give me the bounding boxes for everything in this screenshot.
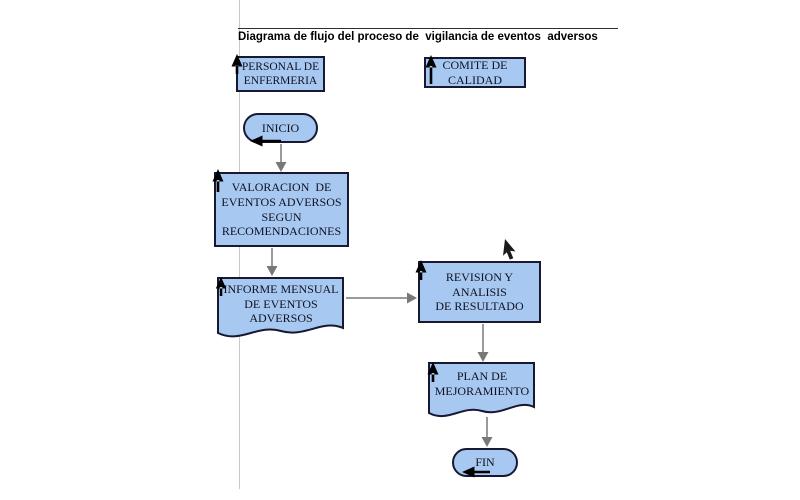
diagram-title: Diagrama de flujo del proceso de vigilan… <box>238 31 598 43</box>
node-plan-label: PLAN DE MEJORAMIENTO <box>434 369 530 398</box>
node-informe-text: INFORME MENSUAL DE EVENTOS ADVERSOS <box>222 280 340 328</box>
connector-revision-to-plan <box>477 324 489 362</box>
node-valoracion-label: VALORACION DE EVENTOS ADVERSOS SEGUN REC… <box>221 180 342 239</box>
connector-plan-to-fin <box>481 417 493 447</box>
node-valoracion-process[interactable]: VALORACION DE EVENTOS ADVERSOS SEGUN REC… <box>214 172 349 247</box>
node-inicio-label: INICIO <box>261 120 300 135</box>
node-comite-label: COMITE DE CALIDAD <box>442 57 508 87</box>
connector-informe-to-revision <box>346 292 417 304</box>
document-shape-outline <box>428 362 535 418</box>
node-plan-text: PLAN DE MEJORAMIENTO <box>432 366 532 402</box>
node-plan-document[interactable] <box>428 362 536 420</box>
node-revision-label: REVISION Y ANALISIS DE RESULTADO <box>435 270 524 314</box>
node-personal-de-enfermeria[interactable]: PERSONAL DE ENFERMERIA <box>236 56 325 92</box>
node-informe-label: INFORME MENSUAL DE EVENTOS ADVERSOS <box>223 282 339 326</box>
node-revision-process[interactable]: REVISION Y ANALISIS DE RESULTADO <box>418 261 541 323</box>
connector-inicio-to-valoracion <box>275 144 287 172</box>
node-fin-terminator[interactable]: FIN <box>452 448 518 477</box>
document-shape-outline <box>217 277 344 338</box>
node-informe-document[interactable] <box>217 277 345 343</box>
node-personal-label: PERSONAL DE ENFERMERIA <box>241 60 320 87</box>
node-comite-de-calidad[interactable]: COMITE DE CALIDAD <box>424 57 526 88</box>
connector-valoracion-to-informe <box>266 248 278 276</box>
node-inicio-terminator[interactable]: INICIO <box>243 113 318 143</box>
node-fin-label: FIN <box>475 455 495 470</box>
